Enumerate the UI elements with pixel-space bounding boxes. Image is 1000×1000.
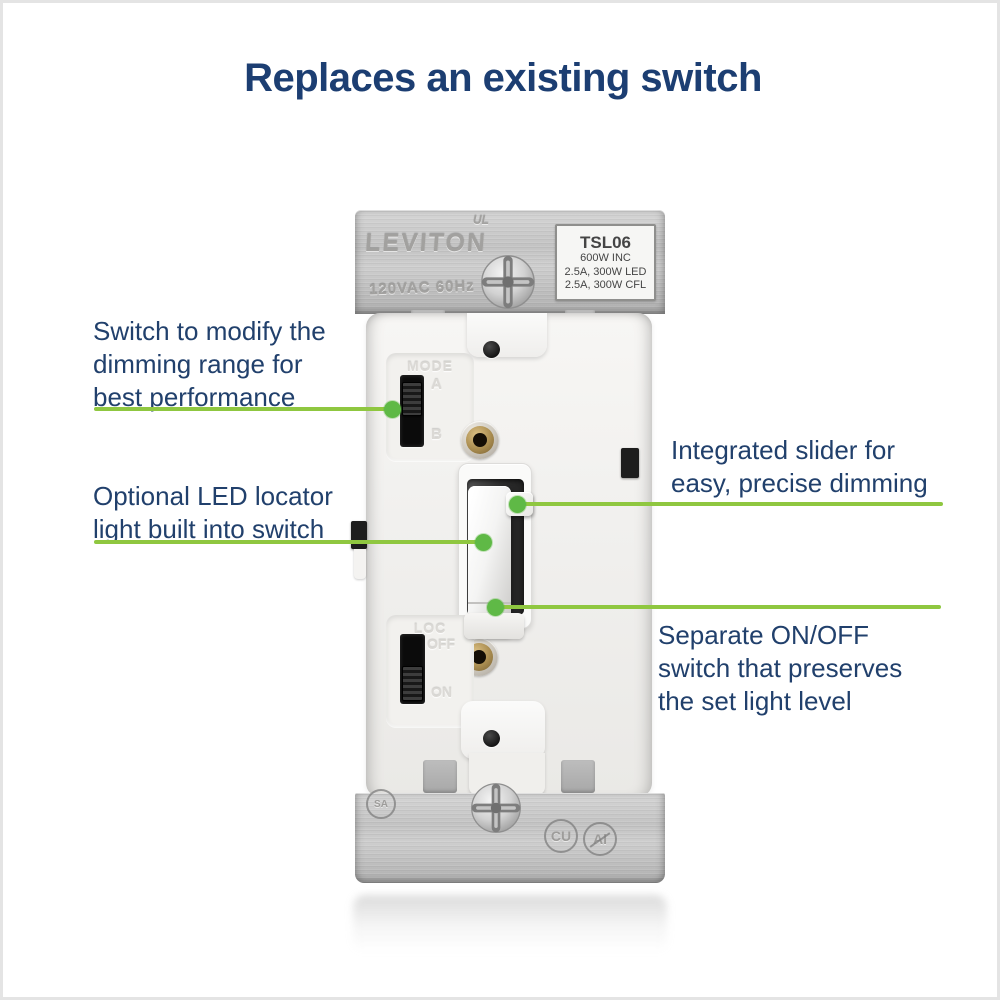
callout-pointer-dot	[509, 496, 526, 513]
screw-icon	[471, 783, 521, 833]
bottom-screw-hole	[483, 730, 500, 747]
loc-off-label: OFF	[427, 636, 455, 652]
callout-pointer-dot	[475, 534, 492, 551]
callout-text-line: easy, precise dimming	[671, 468, 928, 498]
spec-label-plate: TSL06 600W INC 2.5A, 300W LED 2.5A, 300W…	[555, 224, 656, 301]
top-mounting-ear	[467, 313, 547, 357]
callout-text-line: the set light level	[658, 686, 852, 716]
mode-slider-knob	[402, 382, 422, 416]
mode-position-b-label: B	[431, 426, 442, 443]
callout-text-line: Separate ON/OFF	[658, 620, 869, 650]
callout-leader-line	[94, 407, 388, 411]
ul-certification-mark: UL	[473, 213, 489, 227]
mounting-tab	[561, 760, 595, 793]
callout-text-line: Integrated slider for	[671, 435, 896, 465]
side-clip	[354, 549, 366, 579]
spec-line: 2.5A, 300W LED	[564, 265, 647, 278]
csa-certification-mark: SA	[366, 789, 396, 819]
loc-slider-knob	[402, 666, 423, 701]
callout-integrated-slider: Integrated slider for easy, precise dimm…	[671, 434, 961, 500]
callout-text-line: dimming range for	[93, 349, 303, 379]
spec-line: 600W INC	[580, 252, 631, 264]
callout-text-line: Switch to modify the	[93, 316, 326, 346]
al-letters: Al	[593, 831, 607, 847]
callout-pointer-dot	[487, 599, 504, 616]
top-screw-hole	[483, 341, 500, 358]
spec-line: 2.5A, 300W CFL	[564, 279, 647, 291]
callout-leader-line	[517, 502, 943, 506]
brass-screw-hole	[461, 421, 499, 459]
cu-letters: CU	[550, 828, 572, 844]
loc-label: LOC	[413, 620, 447, 636]
cu-wire-mark: CU	[544, 819, 578, 853]
side-tab	[621, 448, 639, 478]
mode-label: MODE	[407, 358, 453, 374]
page-title: Replaces an existing switch	[244, 56, 762, 100]
callout-pointer-dot	[384, 401, 401, 418]
model-number: TSL06	[579, 233, 632, 252]
al-wire-mark: Al	[583, 822, 617, 856]
callout-led-locator: Optional LED locator light built into sw…	[93, 480, 383, 546]
screw-icon	[481, 255, 535, 309]
mode-position-a-label: A	[431, 376, 442, 393]
callout-mode-switch: Switch to modify the dimming range for b…	[93, 315, 373, 414]
callout-text-line: switch that preserves	[658, 653, 903, 683]
callout-leader-line	[495, 605, 941, 609]
device-reflection	[353, 895, 667, 953]
callout-leader-line	[94, 540, 482, 544]
callout-text-line: Optional LED locator	[93, 481, 333, 511]
callout-onoff-switch: Separate ON/OFF switch that preserves th…	[658, 619, 958, 718]
callout-text-line: light built into switch	[93, 514, 325, 544]
mounting-tab	[423, 760, 457, 793]
csa-letters: SA	[374, 799, 388, 810]
toggle-base	[464, 613, 524, 639]
loc-on-label: ON	[431, 684, 452, 700]
bottom-mounting-ear	[461, 701, 545, 759]
